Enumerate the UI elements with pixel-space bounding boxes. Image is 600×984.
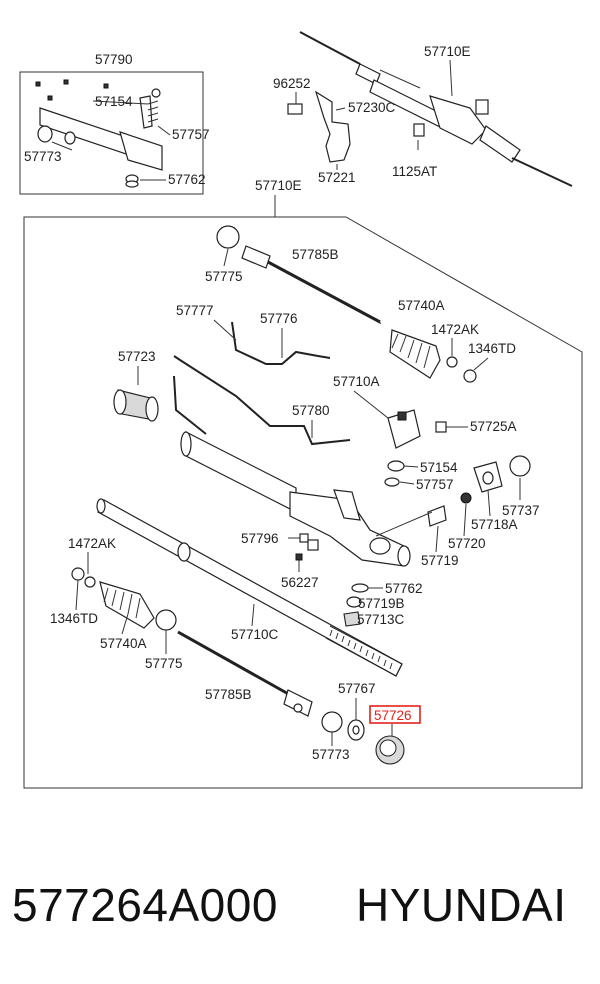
fitting-57796 — [299, 533, 309, 543]
seal-57767 — [347, 719, 365, 741]
label-57720: 57720 — [448, 536, 486, 551]
label-57785B-bottom: 57785B — [205, 687, 252, 702]
label-57776: 57776 — [260, 311, 298, 326]
main-frame — [23, 216, 583, 789]
label-57154: 57154 — [95, 94, 133, 109]
bushing-57726 — [375, 735, 405, 765]
label-57740A: 57740A — [100, 636, 147, 651]
boot-57740A-bottom — [99, 581, 155, 629]
label-1346TD: 1346TD — [50, 611, 98, 626]
seal-57762 — [351, 583, 369, 593]
gear-housing — [180, 431, 433, 567]
clamp-1472AK — [84, 576, 96, 588]
label-57757: 57757 — [416, 477, 454, 492]
label-57767: 57767 — [338, 681, 376, 696]
seal-57713C — [343, 611, 361, 627]
label-56227: 56227 — [281, 575, 319, 590]
label-1125AT: 1125AT — [392, 164, 437, 179]
label-57773: 57773 — [312, 747, 350, 762]
fluid-lines — [173, 321, 351, 446]
label-96252: 96252 — [273, 76, 311, 91]
snap-ring-57773 — [321, 711, 343, 733]
label-57740A-top: 57740A — [398, 298, 445, 313]
label-57737: 57737 — [502, 503, 540, 518]
label-57230C: 57230C — [348, 100, 396, 115]
valve-housing-57710A — [387, 409, 421, 449]
label-57775-top: 57775 — [205, 269, 243, 284]
label-57790: 57790 — [95, 52, 133, 67]
snap-ring-57775-bottom — [155, 609, 177, 631]
sleeve-57723 — [113, 389, 159, 422]
tie-rod-57785B-top — [241, 245, 383, 325]
seal-57757 — [384, 477, 400, 487]
nut-1346TD — [71, 567, 85, 581]
label-57710E-top: 57710E — [424, 44, 471, 59]
bushing-57719B — [346, 596, 362, 608]
label-57710A: 57710A — [333, 374, 380, 389]
label-57726: 57726 — [374, 708, 412, 723]
label-57796: 57796 — [241, 531, 279, 546]
parts-diagram: 57790 57154 57757 57773 57762 96252 5723… — [19, 31, 583, 789]
label-57762: 57762 — [168, 172, 206, 187]
label-57785B-top: 57785B — [292, 247, 339, 262]
boot-57740A-top — [389, 329, 477, 383]
label-57718A: 57718A — [471, 517, 518, 532]
highlight-box-57726 — [369, 705, 421, 724]
label-57713C: 57713C — [357, 612, 405, 627]
label-1472AK-top: 1472AK — [431, 322, 479, 337]
label-57775-bottom: 57775 — [145, 656, 183, 671]
label-57719B: 57719B — [358, 596, 405, 611]
label-57762: 57762 — [385, 581, 423, 596]
label-57710E: 57710E — [255, 178, 302, 193]
label-1472AK: 1472AK — [68, 536, 116, 551]
label-57154: 57154 — [420, 460, 458, 475]
rack-tube-57710C — [96, 498, 403, 677]
label-1346TD-top: 1346TD — [468, 341, 516, 356]
inset-box-57790 — [19, 71, 204, 195]
seal-57737 — [509, 455, 531, 477]
yoke-57719 — [427, 505, 447, 527]
full-rack-assembly — [299, 31, 573, 187]
cover-57718A — [473, 461, 503, 493]
snap-ring-57775-top — [216, 225, 240, 249]
gear-57720 — [460, 492, 472, 504]
label-57725A: 57725A — [470, 419, 517, 434]
label-57757: 57757 — [172, 127, 210, 142]
screw-56227 — [295, 553, 303, 561]
label-57719: 57719 — [421, 553, 459, 568]
label-57773: 57773 — [24, 149, 62, 164]
label-57777: 57777 — [176, 303, 214, 318]
brand-name: HYUNDAI — [356, 879, 567, 931]
label-57221: 57221 — [318, 170, 356, 185]
part-number: 577264A000 — [12, 879, 278, 931]
label-57710C: 57710C — [231, 627, 279, 642]
label-57780: 57780 — [292, 403, 330, 418]
label-57723: 57723 — [118, 349, 156, 364]
seal-57154 — [387, 460, 405, 472]
tie-rod-57785B-bottom — [177, 630, 313, 717]
bracket-and-bolt — [287, 90, 425, 163]
fitting-57796-b — [307, 539, 319, 551]
